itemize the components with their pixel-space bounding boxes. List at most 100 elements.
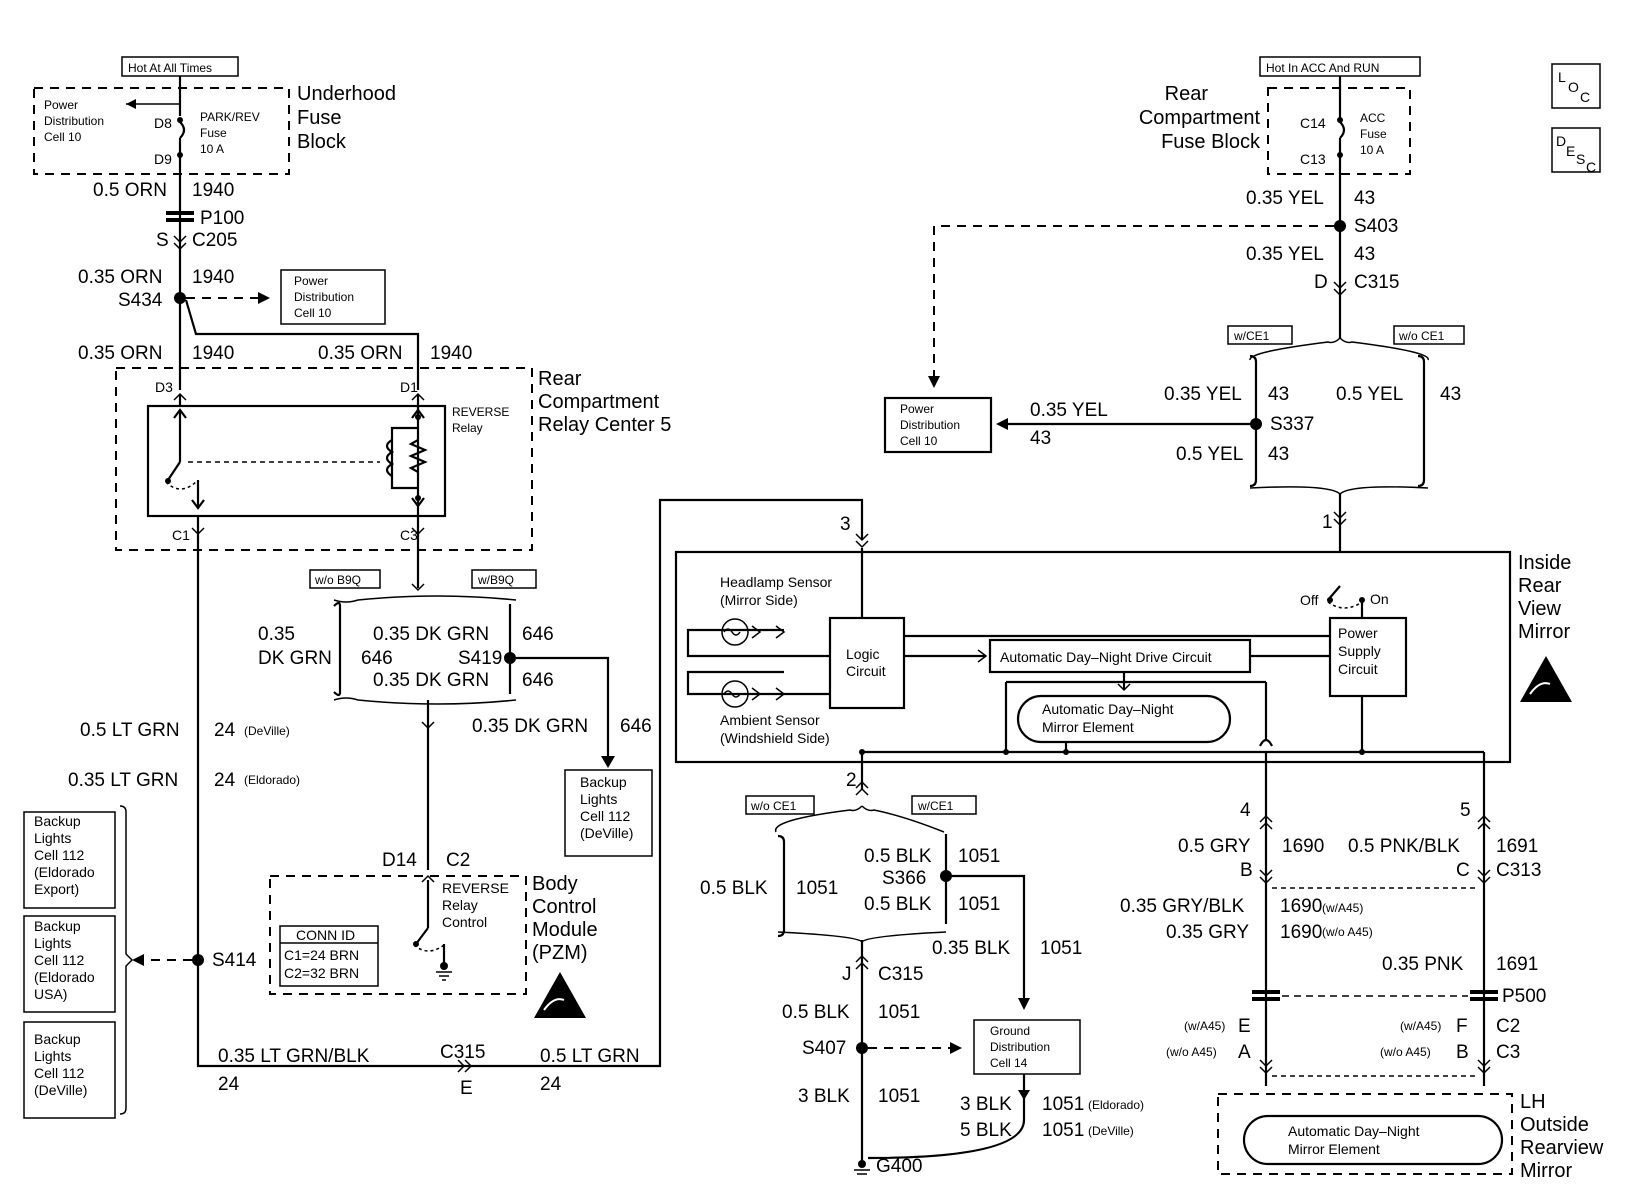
svg-text:USA): USA)	[34, 986, 67, 1002]
svg-text:1: 1	[1322, 512, 1333, 533]
svg-text:Automatic Day–Night: Automatic Day–Night	[1288, 1123, 1420, 1139]
s407-splice	[856, 1042, 868, 1054]
svg-text:(DeVille): (DeVille)	[1088, 1124, 1134, 1138]
backup-lights-eldorado-usa-box: Backup Lights Cell 112 (Eldorado USA)	[23, 915, 116, 1013]
svg-text:0.5 YEL: 0.5 YEL	[1336, 384, 1403, 405]
c205-connector	[173, 235, 187, 251]
s403-splice	[1334, 220, 1346, 232]
svg-text:Power: Power	[44, 98, 78, 112]
svg-text:S: S	[1576, 151, 1585, 167]
svg-text:0.35 ORN: 0.35 ORN	[78, 343, 162, 364]
svg-text:3 BLK: 3 BLK	[960, 1094, 1012, 1115]
svg-text:(DeVille): (DeVille)	[580, 825, 633, 841]
inside-rear-view-mirror-label: Inside Rear View Mirror	[1518, 552, 1571, 643]
svg-text:Mirror: Mirror	[1520, 1160, 1573, 1182]
acc-fuse-label: ACC Fuse 10 A	[1360, 111, 1387, 157]
svg-text:Lights: Lights	[580, 791, 617, 807]
svg-text:4: 4	[1240, 800, 1251, 821]
svg-text:0.35 LT GRN/BLK: 0.35 LT GRN/BLK	[218, 1046, 370, 1067]
svg-text:(w/A45): (w/A45)	[1184, 1019, 1225, 1033]
svg-text:C2=32 BRN: C2=32 BRN	[284, 965, 359, 981]
p100-pass-through	[166, 211, 194, 222]
svg-text:24: 24	[214, 770, 236, 791]
svg-text:43: 43	[1030, 428, 1051, 449]
svg-text:Control: Control	[532, 896, 596, 918]
svg-text:Lights: Lights	[34, 1048, 71, 1064]
circuit-number: 1940	[192, 180, 234, 201]
svg-text:D9: D9	[154, 151, 172, 167]
power-supply-circuit-box	[1328, 616, 1408, 698]
relay-switch-contact	[167, 461, 181, 481]
svg-text:Underhood: Underhood	[297, 83, 396, 105]
svg-text:24: 24	[214, 720, 236, 741]
svg-text:C3: C3	[400, 527, 418, 543]
svg-text:L: L	[1558, 69, 1566, 85]
c315-connector	[457, 1059, 473, 1073]
svg-text:S434: S434	[118, 290, 163, 311]
ground-icon	[436, 971, 452, 981]
svg-text:646: 646	[620, 716, 652, 737]
conn-id-box: CONN ID C1=24 BRN C2=32 BRN	[279, 925, 379, 987]
svg-text:S366: S366	[882, 868, 926, 889]
body-control-module-outline	[269, 875, 527, 995]
svg-text:Outside: Outside	[1520, 1114, 1589, 1136]
svg-text:0.35 GRY: 0.35 GRY	[1166, 922, 1249, 943]
c315-right-connector	[1333, 281, 1347, 297]
svg-text:1940: 1940	[192, 267, 234, 288]
svg-text:w/CE1: w/CE1	[1233, 329, 1270, 343]
svg-text:Mirror Element: Mirror Element	[1042, 719, 1134, 735]
svg-text:Logic: Logic	[846, 646, 879, 662]
underhood-fuse-block-label: Underhood Fuse Block	[297, 83, 396, 153]
svg-text:O: O	[1568, 79, 1579, 95]
svg-text:Fuse: Fuse	[297, 107, 341, 129]
svg-text:(w/o A45): (w/o A45)	[1322, 925, 1373, 939]
relay-coil	[385, 439, 395, 477]
hot-in-acc-and-run-tag: Hot In ACC And RUN	[1259, 56, 1421, 77]
svg-text:(DeVille): (DeVille)	[34, 1082, 87, 1098]
svg-text:Cell 112: Cell 112	[34, 1065, 85, 1081]
svg-text:Mirror: Mirror	[1518, 621, 1571, 643]
svg-text:1051: 1051	[1042, 1094, 1084, 1115]
svg-text:43: 43	[1268, 444, 1289, 465]
headlamp-sensor-icon	[721, 618, 749, 646]
svg-text:3: 3	[840, 514, 851, 535]
svg-text:P100: P100	[200, 208, 244, 229]
svg-text:646: 646	[361, 648, 393, 669]
svg-text:Block: Block	[297, 131, 347, 153]
svg-text:S419: S419	[458, 648, 502, 669]
svg-text:(Windshield Side): (Windshield Side)	[720, 730, 830, 746]
svg-text:Backup: Backup	[34, 813, 81, 829]
svg-text:10 A: 10 A	[200, 142, 224, 156]
svg-text:1940: 1940	[192, 343, 234, 364]
svg-text:(Eldorado): (Eldorado)	[244, 773, 300, 787]
svg-text:Fuse Block: Fuse Block	[1161, 131, 1261, 153]
svg-text:C1=24 BRN: C1=24 BRN	[284, 947, 359, 963]
svg-text:1051: 1051	[1042, 1120, 1084, 1141]
underhood-fuse-block-outline	[33, 87, 290, 175]
svg-text:Backup: Backup	[34, 1031, 81, 1047]
svg-text:646: 646	[522, 624, 554, 645]
svg-text:CONN ID: CONN ID	[296, 927, 355, 943]
svg-text:LH: LH	[1520, 1091, 1546, 1113]
headlamp-sensor-label: Headlamp Sensor (Mirror Side)	[720, 574, 832, 608]
svg-text:C2: C2	[446, 850, 470, 871]
body-control-module-label: Body Control Module (PZM)	[532, 873, 598, 964]
svg-text:D14: D14	[382, 850, 417, 871]
svg-text:w/o CE1: w/o CE1	[750, 799, 797, 813]
svg-text:View: View	[1518, 598, 1562, 620]
svg-text:Headlamp Sensor: Headlamp Sensor	[720, 574, 832, 590]
svg-text:C2: C2	[1496, 1016, 1520, 1037]
svg-text:5: 5	[1460, 800, 1471, 821]
svg-text:S: S	[156, 230, 169, 251]
svg-text:(DeVille): (DeVille)	[244, 724, 290, 738]
svg-text:(Eldorado): (Eldorado)	[1088, 1098, 1144, 1112]
backup-lights-deville-left-box: Backup Lights Cell 112 (DeVille)	[23, 1021, 116, 1119]
svg-text:Ambient Sensor: Ambient Sensor	[720, 712, 820, 728]
svg-text:(Eldorado: (Eldorado	[34, 864, 95, 880]
svg-text:Fuse: Fuse	[200, 126, 227, 140]
acc-fuse-symbol	[1339, 121, 1346, 139]
svg-text:0.35 YEL: 0.35 YEL	[1246, 188, 1324, 209]
reverse-relay-control-label: REVERSE Relay Control	[442, 880, 509, 930]
svg-text:1051: 1051	[796, 878, 838, 899]
